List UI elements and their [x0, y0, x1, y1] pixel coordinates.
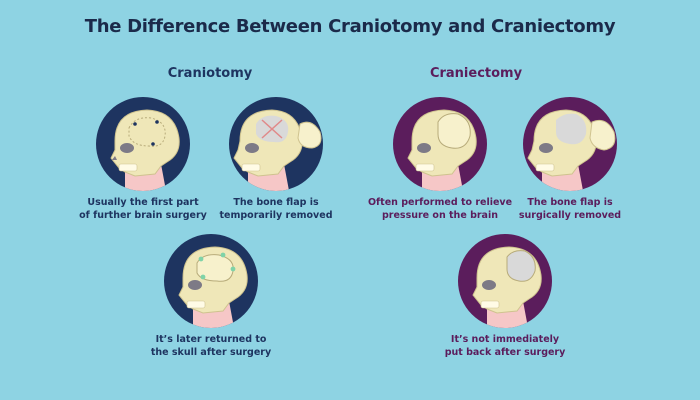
craniectomy-step-3-caption: It’s not immediately put back after surg…: [420, 333, 590, 359]
skull-bone-flap-removed-icon: [522, 96, 618, 192]
caption-line: Usually the first part: [87, 197, 199, 208]
caption-line: The bone flap is: [233, 197, 319, 208]
craniectomy-heading: Craniectomy: [429, 66, 523, 81]
craniectomy-step-2-caption: The bone flap is surgically removed: [485, 196, 655, 222]
craniotomy-step-2-caption: The bone flap is temporarily removed: [191, 196, 361, 222]
caption-line: pressure on the brain: [381, 210, 498, 221]
skull-without-bone-flap-icon: [457, 233, 553, 329]
craniotomy-heading: Craniotomy: [167, 66, 253, 81]
caption-line: the skull after surgery: [150, 347, 272, 358]
craniotomy-step-3-caption: It’s later returned to the skull after s…: [126, 333, 296, 359]
craniectomy-step-1-caption: Often performed to relieve pressure on t…: [355, 196, 525, 222]
skull-with-incision-points-icon: [95, 96, 191, 192]
caption-line: It’s not immediately: [450, 334, 560, 345]
skull-bone-flap-removed-icon: [228, 96, 324, 192]
craniotomy-step-1-caption: Usually the first part of further brain …: [58, 196, 228, 222]
page-title: The Difference Between Craniotomy and Cr…: [84, 16, 616, 37]
skull-swollen-brain-icon: [392, 96, 488, 192]
caption-line: The bone flap is: [527, 197, 613, 208]
caption-line: put back after surgery: [444, 347, 566, 358]
skull-bone-flap-returned-icon: [163, 233, 259, 329]
caption-line: surgically removed: [518, 210, 622, 221]
caption-line: temporarily removed: [219, 210, 333, 221]
caption-line: of further brain surgery: [79, 210, 207, 221]
caption-line: It’s later returned to: [155, 334, 267, 345]
caption-line: Often performed to relieve: [367, 197, 513, 208]
